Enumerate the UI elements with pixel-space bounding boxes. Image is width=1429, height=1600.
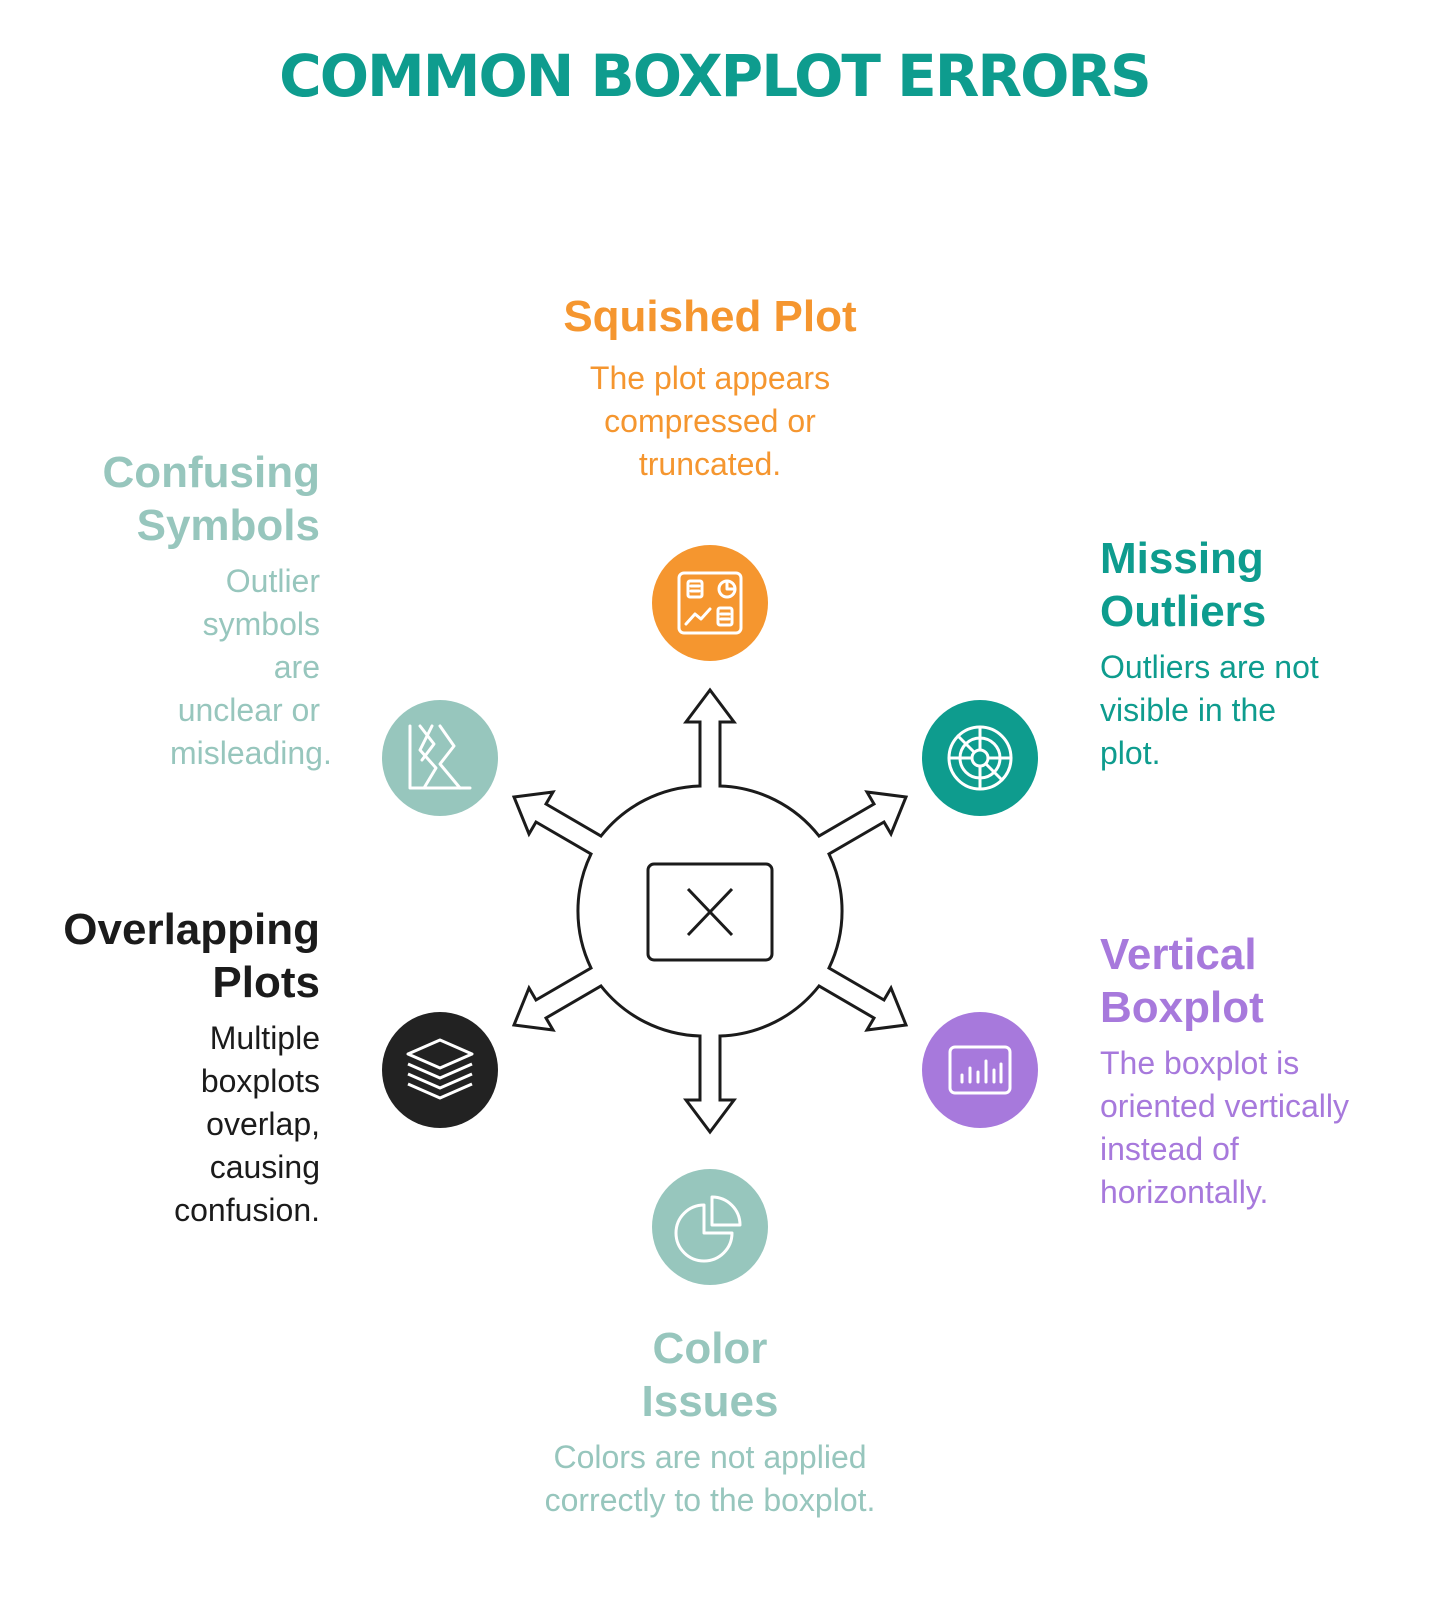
layers-icon bbox=[406, 1038, 474, 1100]
item-overlapping-description: Multiple boxplots overlap, causing confu… bbox=[174, 1020, 320, 1228]
item-color-title: Color Issues bbox=[641, 1324, 779, 1426]
zigzag-icon bbox=[408, 724, 472, 790]
missing-icon-circle bbox=[922, 700, 1038, 816]
overlapping-icon-circle bbox=[382, 1012, 498, 1128]
item-missing: Missing Outliers Outliers are not visibl… bbox=[1100, 532, 1330, 775]
item-overlapping: Overlapping Plots Multiple boxplots over… bbox=[40, 903, 320, 1232]
item-squished-description: The plot appears compressed or truncated… bbox=[589, 360, 831, 482]
item-vertical-description: The boxplot is oriented vertically inste… bbox=[1100, 1045, 1349, 1210]
item-color: Color Issues Colors are not applied corr… bbox=[505, 1322, 915, 1522]
item-squished: Squished Plot The plot appears compresse… bbox=[540, 290, 880, 486]
pie-chart-icon bbox=[674, 1195, 742, 1263]
item-color-description: Colors are not applied correctly to the … bbox=[544, 1439, 876, 1518]
item-confusing-description: Outlier symbols are unclear or misleadin… bbox=[170, 563, 332, 771]
confusing-icon-circle bbox=[382, 700, 498, 816]
dashboard-icon bbox=[677, 571, 743, 635]
item-confusing: Confusing Symbols Outlier symbols are un… bbox=[60, 446, 332, 775]
item-overlapping-title: Overlapping Plots bbox=[63, 905, 320, 1007]
x-box-icon bbox=[646, 862, 774, 962]
color-icon-circle bbox=[652, 1169, 768, 1285]
radar-icon bbox=[947, 725, 1013, 791]
item-vertical-title: Vertical Boxplot bbox=[1100, 930, 1264, 1032]
item-missing-title: Missing Outliers bbox=[1100, 534, 1267, 636]
vertical-icon-circle bbox=[922, 1012, 1038, 1128]
item-missing-description: Outliers are not visible in the plot. bbox=[1100, 649, 1319, 771]
squished-icon-circle bbox=[652, 545, 768, 661]
item-confusing-title: Confusing Symbols bbox=[102, 448, 320, 550]
page-title: COMMON BOXPLOT ERRORS bbox=[279, 42, 1152, 110]
item-vertical: Vertical Boxplot The boxplot is oriented… bbox=[1100, 928, 1400, 1214]
bar-chart-icon bbox=[948, 1045, 1012, 1095]
item-squished-title: Squished Plot bbox=[563, 292, 857, 341]
